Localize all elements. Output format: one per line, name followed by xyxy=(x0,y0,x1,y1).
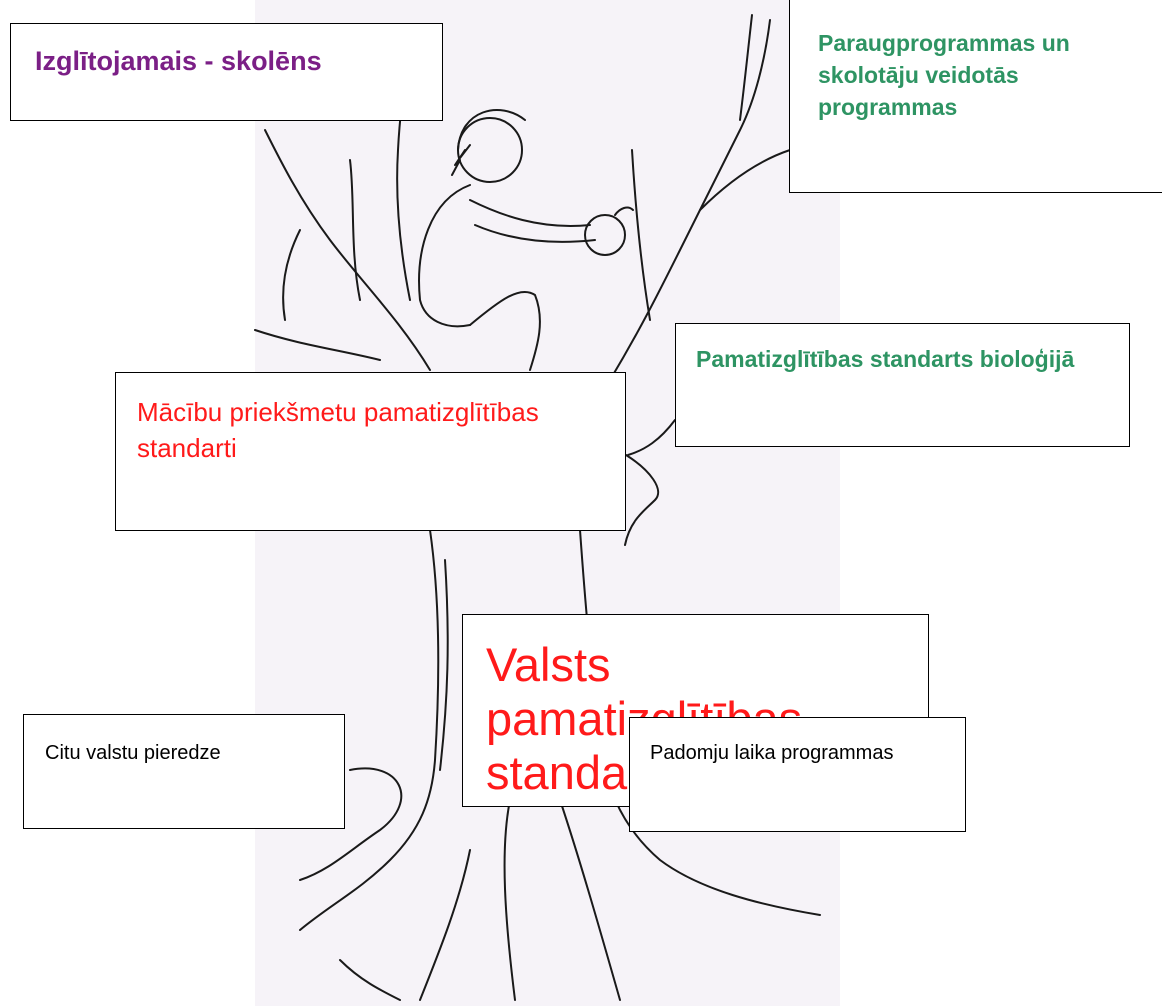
tree-branch-right-6 xyxy=(628,420,675,455)
foreign-experience-label: Citu valstu pieredze xyxy=(45,735,325,771)
tree-trunk-inner xyxy=(440,560,448,770)
subject-standards-label: Mācību priekšmetu pamatizglītības standa… xyxy=(137,394,617,466)
apple-stem xyxy=(615,208,633,215)
biology-standard-label-box: Pamatizglītības standarts bioloģijā xyxy=(675,323,1130,447)
biology-standard-label: Pamatizglītības standarts bioloģijā xyxy=(696,343,1116,375)
tree-root-3 xyxy=(560,800,620,1000)
tree-branch-right-5 xyxy=(625,455,658,545)
tree-root-6 xyxy=(340,960,400,1000)
student-head xyxy=(458,118,522,182)
student-label: Izglītojamais - skolēns xyxy=(35,45,415,77)
programs-label: Paraugprogrammas un skolotāju veidotās p… xyxy=(818,27,1158,123)
apple xyxy=(585,215,625,255)
student-label-box: Izglītojamais - skolēns xyxy=(10,23,443,121)
tree-branch-left-4 xyxy=(255,330,380,360)
tree-root-5 xyxy=(420,850,470,1000)
tree-branch-left-2 xyxy=(350,160,360,300)
tree-branch-right-3 xyxy=(632,150,650,320)
foreign-experience-label-box: Citu valstu pieredze xyxy=(23,714,345,829)
student-arm xyxy=(470,200,595,242)
tree-branch-left-1 xyxy=(265,130,430,370)
tree-root-2 xyxy=(505,800,515,1000)
tree-branch-left-3 xyxy=(283,230,300,320)
student-leg xyxy=(470,292,540,370)
student-body xyxy=(419,185,470,326)
soviet-programs-label: Padomju laika programmas xyxy=(650,735,950,771)
soviet-programs-label-box: Padomju laika programmas xyxy=(629,717,966,832)
tree-branch-right-2 xyxy=(700,150,790,210)
programs-label-box: Paraugprogrammas un skolotāju veidotās p… xyxy=(789,0,1162,193)
subject-standards-label-box: Mācību priekšmetu pamatizglītības standa… xyxy=(115,372,626,531)
